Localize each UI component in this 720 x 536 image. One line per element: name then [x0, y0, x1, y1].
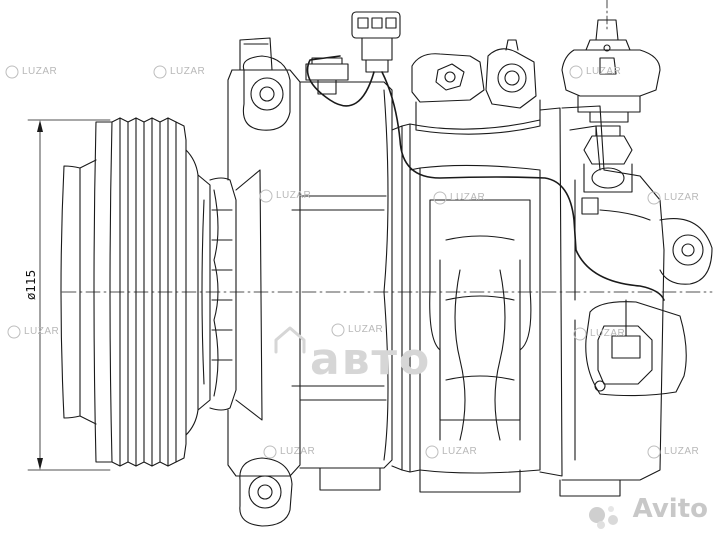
watermark-label: LUZAR [22, 66, 58, 77]
mount-boss-bottom [239, 457, 293, 527]
avito-brand-text: Avito [632, 494, 708, 524]
watermark-label: LUZAR [280, 446, 316, 457]
pressure-sensor [581, 125, 633, 215]
watermark-label: LUZAR [590, 328, 626, 339]
watermark-label: LUZAR [664, 192, 700, 203]
watermark-label: LUZAR [586, 66, 622, 77]
watermark-label: LUZAR [664, 446, 700, 457]
relief-valve [561, 19, 661, 123]
watermark-label: LUZAR [24, 326, 60, 337]
watermark-label: LUZAR [450, 192, 486, 203]
avito-brand: Avito [603, 494, 708, 524]
watermark-label: LUZAR [170, 66, 206, 77]
diameter-label: ø115 [24, 269, 38, 300]
top-connector [351, 11, 401, 73]
mount-ear-right [659, 218, 713, 285]
wire-harness [306, 55, 665, 301]
watermark-logos [5, 65, 661, 459]
mount-boss-top [242, 55, 291, 131]
pulley [60, 117, 199, 467]
watermark-label: LUZAR [442, 446, 478, 457]
watermark-label: LUZAR [348, 324, 384, 335]
avito-logo-icon [589, 506, 618, 529]
watermark-label: LUZAR [276, 190, 312, 201]
center-watermark-icon [274, 326, 306, 354]
top-fittings [409, 39, 541, 135]
small-fitting [305, 57, 349, 95]
center-watermark-text: авто [310, 334, 432, 385]
control-valve-connector [585, 299, 687, 397]
front-housing [197, 169, 263, 421]
diameter-dimension [27, 119, 111, 471]
compressor-body [227, 37, 665, 497]
